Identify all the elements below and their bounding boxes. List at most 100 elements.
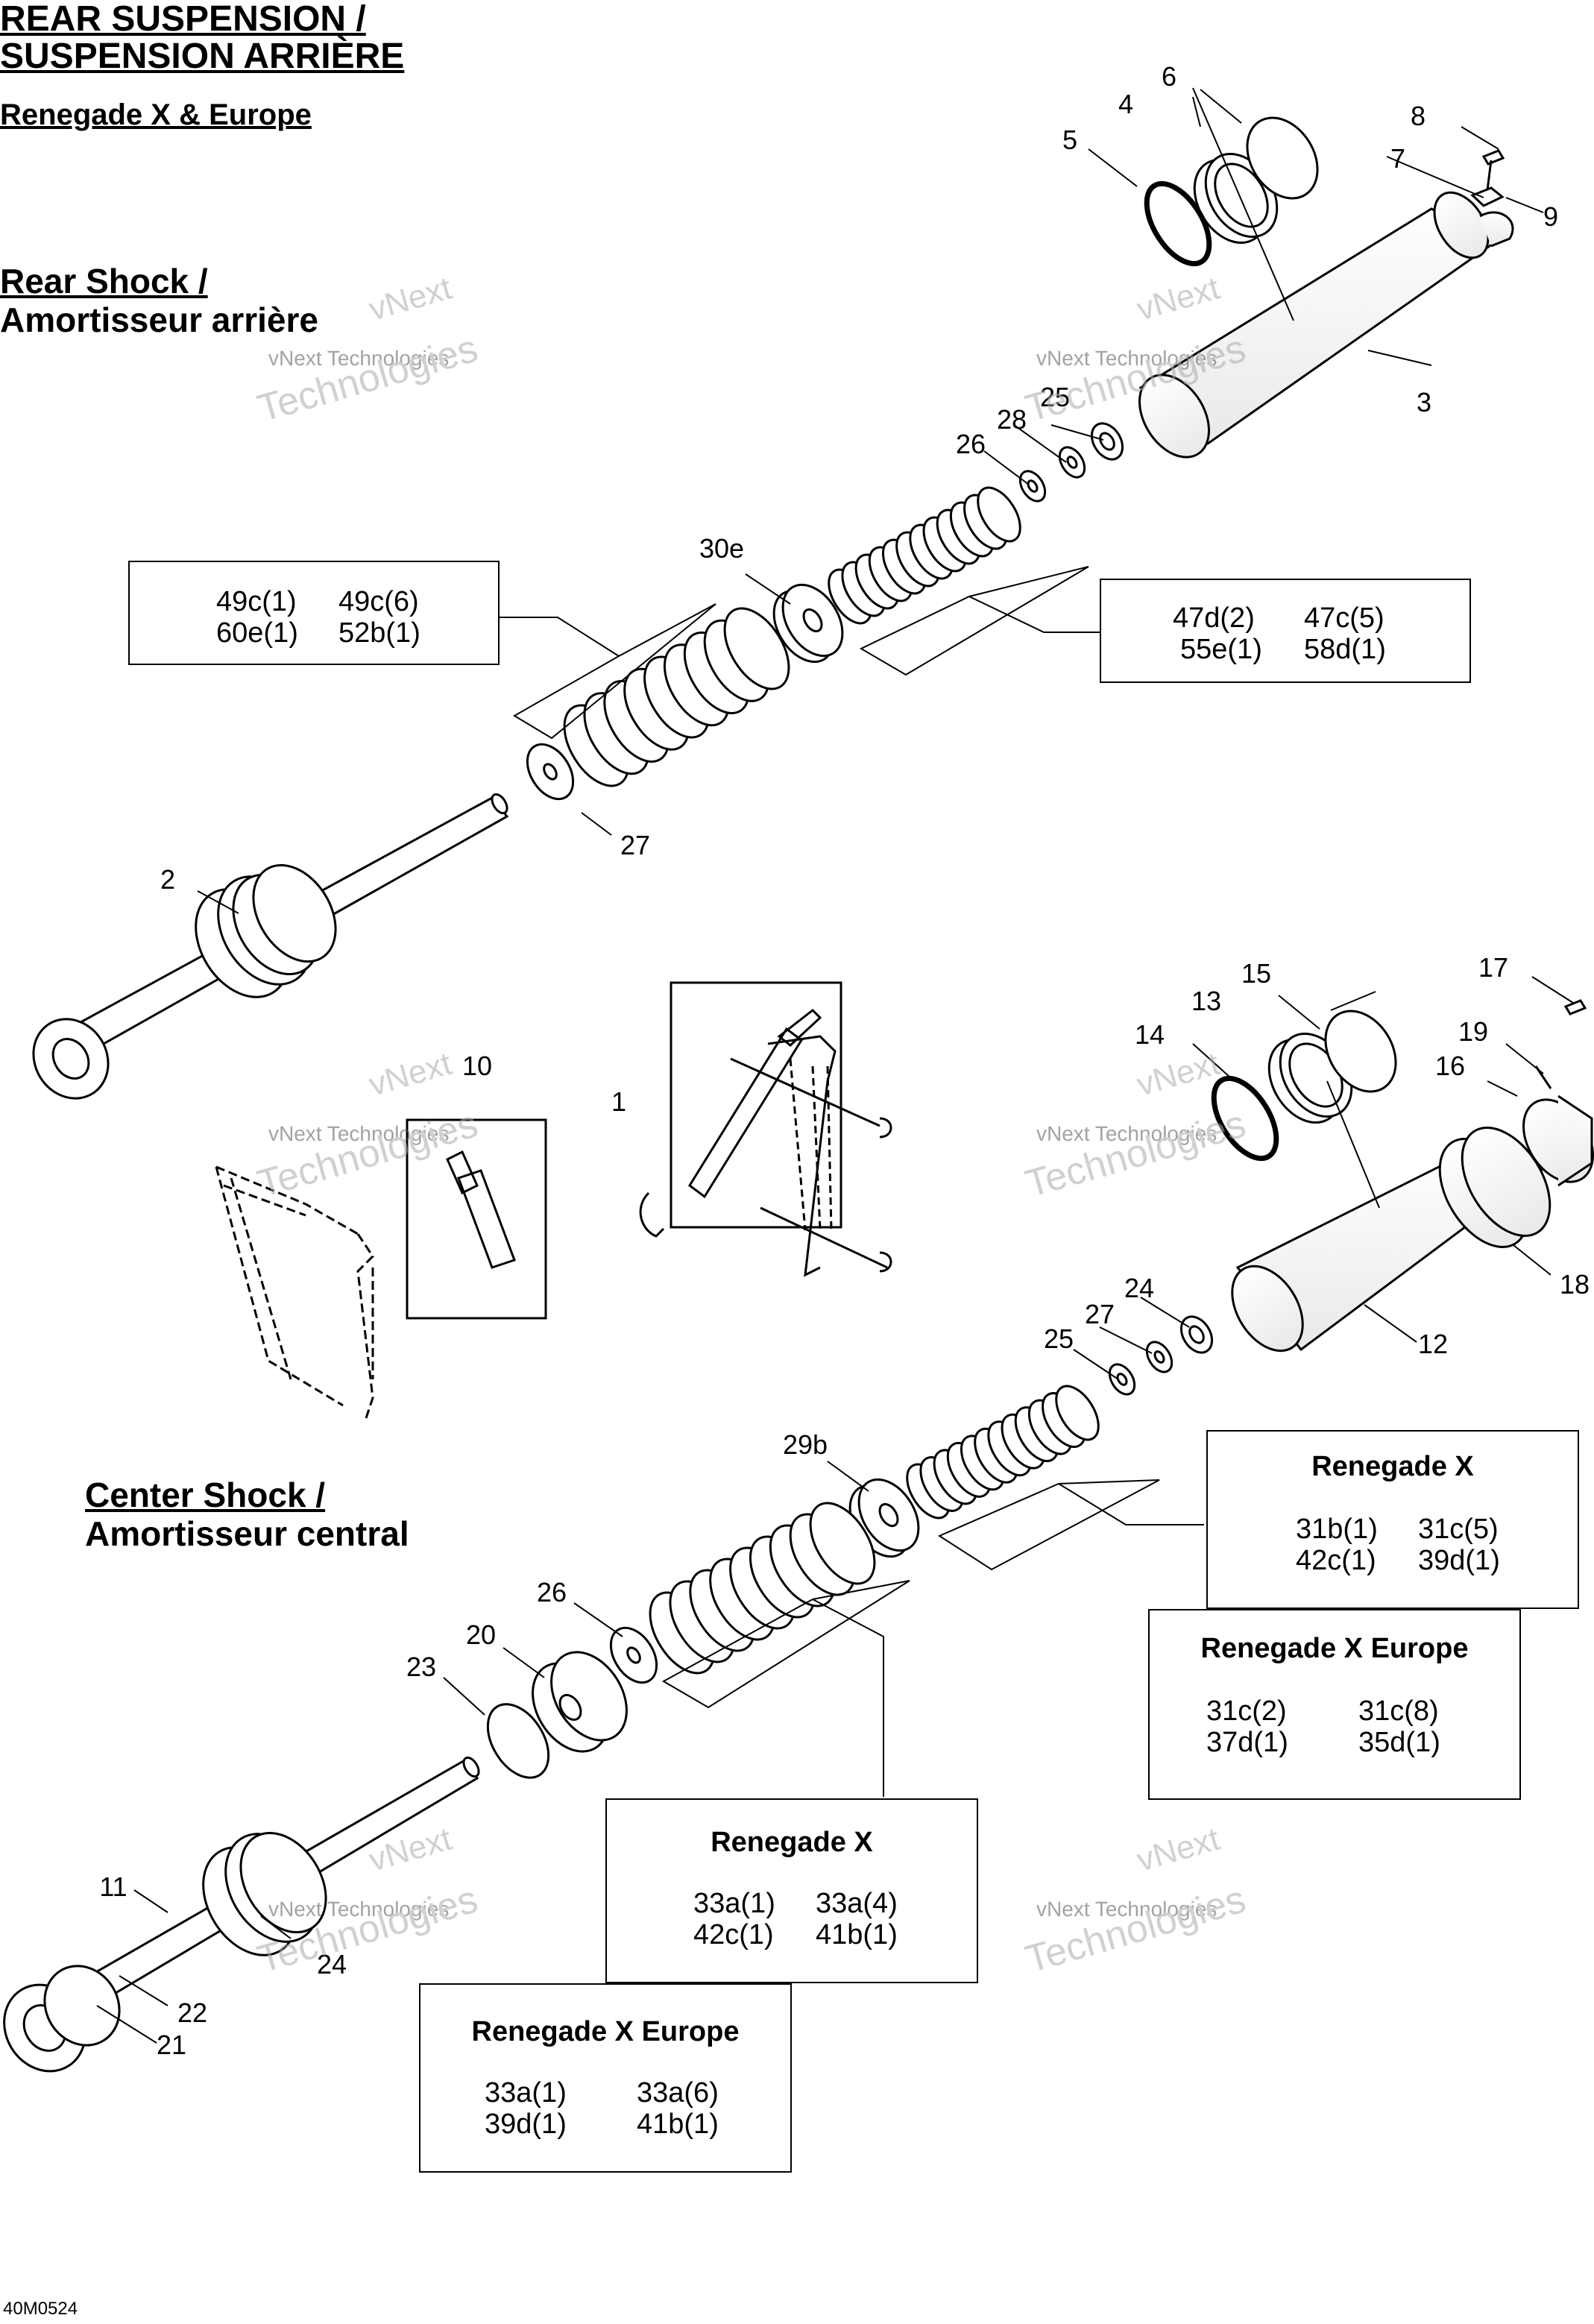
watermark-3-l2: vNext Technologies [268, 1122, 449, 1145]
page-title-line2: SUSPENSION ARRIÈRE [0, 37, 405, 76]
callout-labels: 6 4 5 8 7 9 3 25 28 26 30e 27 2 10 1 15 … [99, 61, 1590, 2060]
callout-1: 1 [611, 1086, 626, 1117]
kit-cell: 31b(1) [1296, 1514, 1378, 1545]
center-washer-27 [609, 1626, 658, 1684]
watermark-1-l3: Technologies [253, 327, 482, 430]
callout-21: 21 [157, 2029, 186, 2060]
kit-box-center-spring-rxe: Renegade X Europe 31c(2) 31c(8) 37d(1) 3… [1148, 1609, 1521, 1800]
kit-cell: 31c(5) [1418, 1514, 1499, 1545]
watermark-2-l1: vNext [1133, 270, 1223, 328]
watermark-6: vNext vNext Technologies Technologies [1021, 1821, 1250, 1982]
center-upper-spring-stack [906, 1385, 1100, 1520]
kit-box-title: Renegade X Europe [471, 2016, 740, 2047]
watermark-1: vNext vNext Technologies Technologies [253, 270, 482, 431]
rear-lower-spring-stack [563, 607, 790, 787]
rear-washer-stack [1018, 422, 1124, 503]
callout-9: 9 [1543, 201, 1558, 232]
rear-oring [1144, 180, 1212, 267]
kit-cell: 33a(1) [485, 2077, 567, 2109]
spring-coil [1055, 1385, 1100, 1441]
rear-shock-heading-fr: Amortisseur arrière [0, 300, 318, 339]
kit-box-rear-left: 49c(1) 49c(6) 60e(1) 52b(1) [128, 561, 500, 665]
watermark-3-l1: vNext [365, 1045, 456, 1103]
watermark-2-l2: vNext Technologies [1036, 347, 1217, 370]
kit-cell: 42c(1) [693, 1919, 774, 1950]
kit-cell: 41b(1) [816, 1919, 898, 1950]
callout-15: 15 [1241, 958, 1271, 989]
kit-cell: 49c(1) [216, 586, 297, 617]
kit-cell: 31c(8) [1358, 1695, 1439, 1727]
kit-cell: 31c(2) [1206, 1695, 1287, 1727]
watermark-6-l3: Technologies [1021, 1877, 1250, 1981]
spring-coil [723, 607, 790, 690]
callout-23: 23 [406, 1651, 436, 1682]
rear-shock-heading: Rear Shock / [0, 262, 208, 300]
kit-cell: 42c(1) [1296, 1545, 1376, 1576]
watermark-4-l3: Technologies [1021, 1102, 1250, 1206]
kit-cell: 49c(6) [338, 586, 419, 617]
callout-12: 12 [1418, 1329, 1448, 1359]
center-shaft [3, 1756, 480, 2073]
callout-27b: 26 [537, 1577, 567, 1607]
watermark-4: vNext vNext Technologies Technologies [1021, 1045, 1250, 1206]
kit-cell: 33a(1) [693, 1888, 775, 1919]
watermark-1-l2: vNext Technologies [268, 347, 449, 370]
center-lower-spring-stack [649, 1502, 876, 1675]
kit-cell: 39d(1) [1418, 1545, 1500, 1576]
center-oring [1211, 1075, 1279, 1162]
kit-cell: 39d(1) [485, 2109, 567, 2140]
callout-14: 14 [1135, 1019, 1165, 1050]
rear-shock-body [1138, 191, 1514, 459]
callout-10: 10 [462, 1051, 492, 1081]
rear-upper-spring-stack [828, 486, 1021, 625]
callout-25b: 24 [1124, 1273, 1154, 1303]
callout-26b: 25 [1044, 1323, 1074, 1354]
callout-2: 2 [160, 864, 175, 895]
callout-22: 22 [177, 1997, 207, 2028]
center-leader-lines [96, 976, 1574, 2044]
callout-7: 7 [1390, 143, 1405, 174]
rear-shaft [32, 793, 509, 1100]
center-shock-body [1231, 1095, 1594, 1352]
inset-10-drawing [215, 1150, 516, 1421]
callout-8: 8 [1411, 101, 1426, 131]
kit-cell: 41b(1) [637, 2109, 719, 2140]
callout-18: 18 [1560, 1269, 1590, 1300]
callout-28: 28 [997, 404, 1027, 435]
callout-19: 19 [1458, 1016, 1488, 1047]
kit-cell: 58d(1) [1304, 634, 1386, 665]
rear-washer-27 [526, 743, 575, 801]
callout-30e: 30e [699, 533, 744, 564]
center-washer-stack [1108, 1315, 1214, 1396]
watermark-4-l1: vNext [1133, 1045, 1223, 1103]
kit-cell: 37d(1) [1206, 1727, 1288, 1758]
kit-box-center-lower-rxe: Renegade X Europe 33a(1) 33a(6) 39d(1) 4… [419, 1983, 792, 2173]
callout-3: 3 [1417, 387, 1431, 418]
model-label: Renegade X & Europe [0, 98, 312, 131]
kit-cell: 35d(1) [1358, 1727, 1440, 1758]
kit-box-rear-right: 47d(2) 47c(5) 55e(1) 58d(1) [1100, 579, 1471, 683]
spring-coil [977, 486, 1021, 543]
callout-28b: 27 [1085, 1299, 1115, 1329]
kit-box-center-lower-rx: Renegade X 33a(1) 33a(4) 42c(1) 41b(1) [605, 1798, 978, 1983]
callout-4: 4 [1118, 89, 1133, 119]
kit-cell: 47d(2) [1173, 602, 1255, 634]
callout-26: 26 [956, 429, 986, 459]
page-title-line1: REAR SUSPENSION / [0, 0, 366, 39]
kit-box-title: Renegade X [1311, 1451, 1474, 1482]
callout-29b: 29b [783, 1429, 828, 1460]
inset-1-drawing [639, 1009, 892, 1277]
kit-box-title: Renegade X Europe [1200, 1633, 1469, 1664]
watermark-1-l1: vNext [365, 270, 456, 328]
watermark-4-l2: vNext Technologies [1036, 1122, 1217, 1145]
kit-cell: 52b(1) [338, 617, 420, 649]
kit-cell: 55e(1) [1180, 634, 1262, 665]
kit-box-title: Renegade X [711, 1827, 873, 1858]
kit-cell: 33a(4) [816, 1888, 898, 1919]
center-shock-heading: Center Shock / [85, 1476, 326, 1514]
center-shock-heading-fr: Amortisseur central [85, 1514, 409, 1553]
callout-20: 20 [466, 1619, 496, 1650]
spring-coil [809, 1502, 876, 1585]
